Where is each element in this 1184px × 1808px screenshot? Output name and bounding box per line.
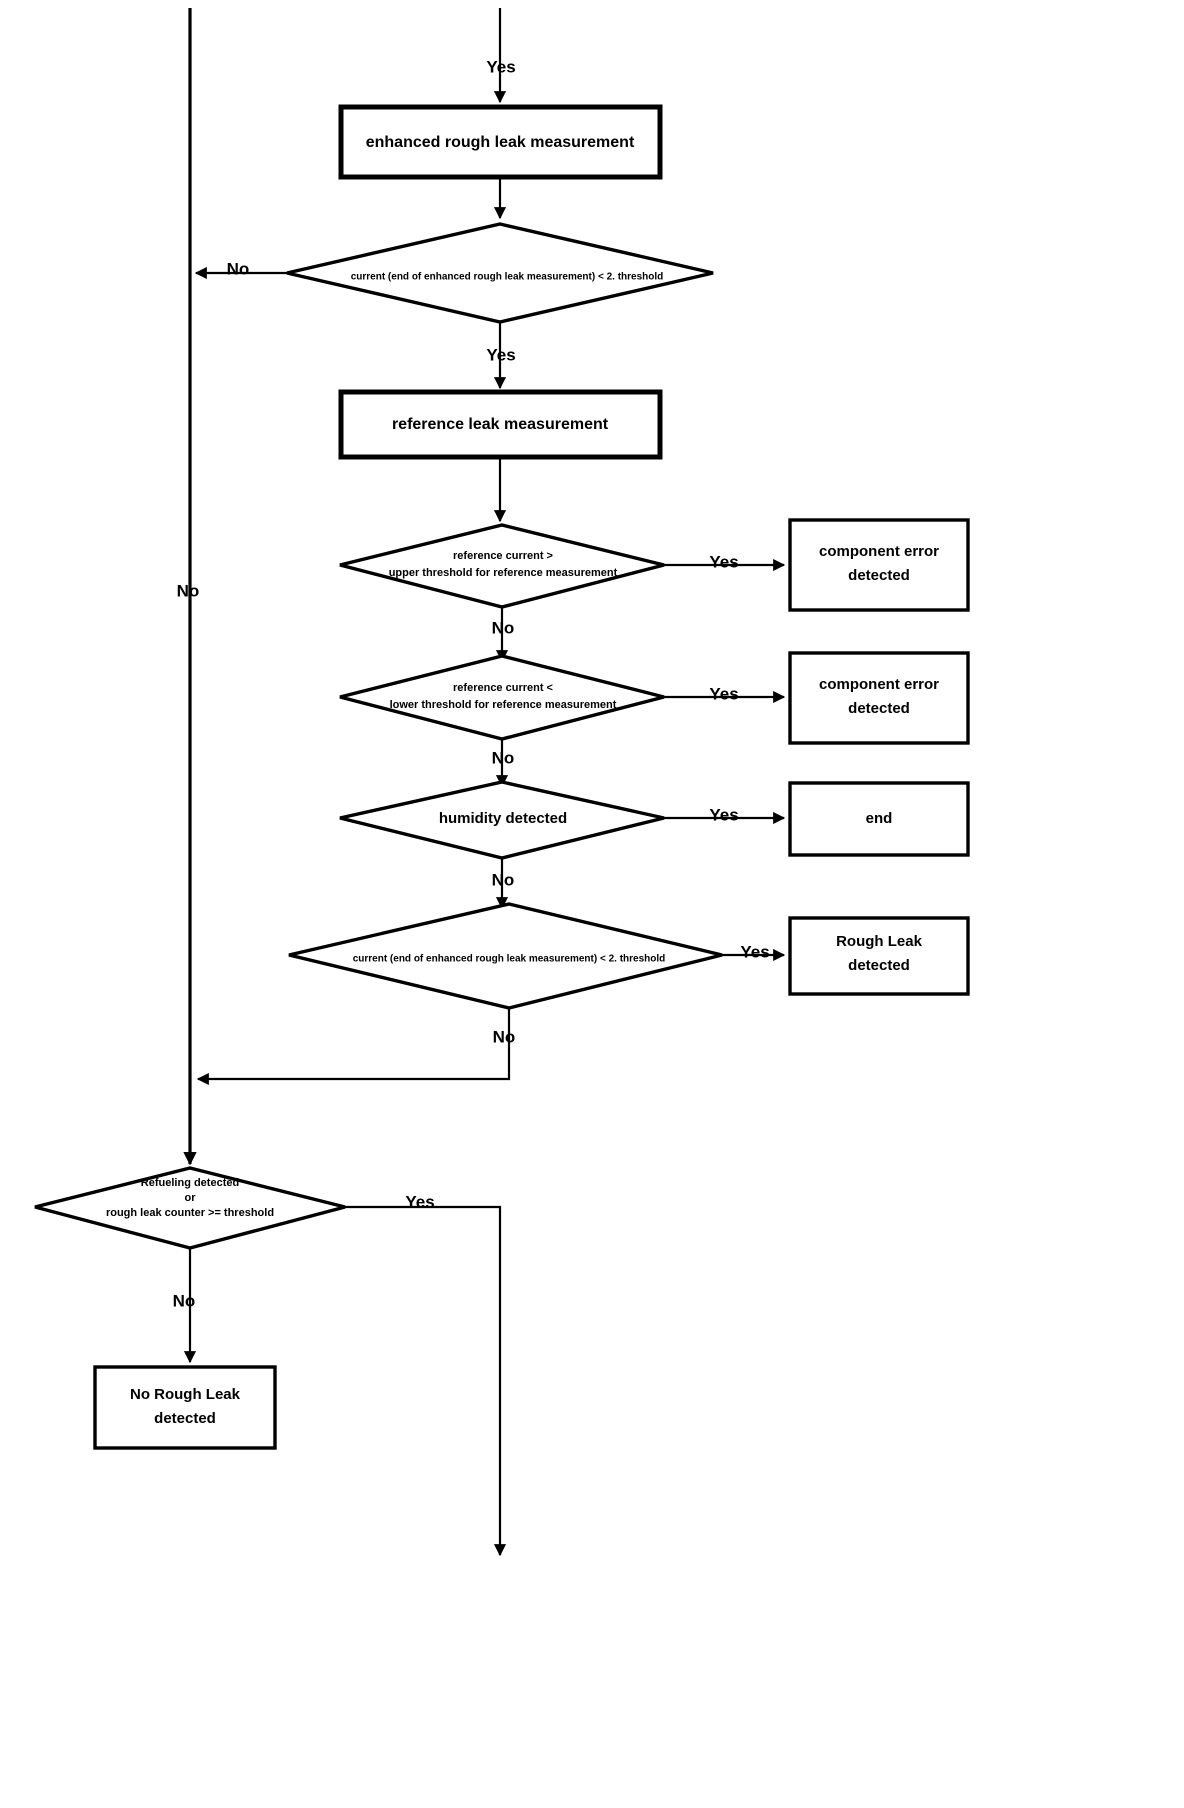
result-component-error-1[interactable]: component error detected	[788, 518, 970, 612]
result-rough-leak-line1: Rough Leak	[836, 933, 922, 950]
decision-refueling-or-counter[interactable]: Refueling detected or rough leak counter…	[34, 1166, 346, 1250]
edge-label-decision2-yes: Yes	[740, 942, 769, 961]
result-no-rough-leak-detected[interactable]: No Rough Leak detected	[93, 1365, 277, 1450]
decision-humidity-detected[interactable]: humidity detected	[339, 780, 665, 860]
edge-label-decision2-no: No	[493, 1027, 516, 1046]
decision-humidity-label: humidity detected	[439, 810, 567, 827]
decision-current-threshold-2-label: current (end of enhanced rough leak meas…	[353, 954, 666, 965]
edge-label-decision1-yes: Yes	[486, 345, 515, 364]
edge-label-humidity-yes: Yes	[709, 805, 738, 824]
decision-reference-lower-line1: reference current <	[453, 682, 553, 694]
connector-decision2-no	[196, 1008, 511, 1086]
result-component-error-1-line1: component error	[819, 543, 939, 560]
decision-reference-lower-threshold[interactable]: reference current < lower threshold for …	[339, 654, 665, 741]
decision-reference-upper-line1: reference current >	[453, 550, 553, 562]
edge-label-ref-lower-no: No	[492, 748, 515, 767]
decision-current-threshold-1[interactable]: current (end of enhanced rough leak meas…	[286, 222, 714, 324]
decision-refueling-line3: rough leak counter >= threshold	[106, 1207, 274, 1219]
decision-reference-upper-line2: upper threshold for reference measuremen…	[389, 567, 618, 579]
connector-refueling-yes	[345, 1205, 507, 1557]
result-rough-leak-line2: detected	[848, 957, 910, 974]
process-reference-leak-measurement[interactable]: reference leak measurement	[338, 389, 663, 460]
edge-label-ref-lower-yes: Yes	[709, 684, 738, 703]
result-no-rough-leak-line1: No Rough Leak	[130, 1386, 241, 1403]
result-component-error-2-line2: detected	[848, 700, 910, 717]
decision-reference-upper-threshold[interactable]: reference current > upper threshold for …	[339, 523, 665, 609]
edge-label-refueling-no: No	[173, 1291, 196, 1310]
process-reference-label: reference leak measurement	[392, 416, 609, 433]
process-enhanced-rough-leak-measurement[interactable]: enhanced rough leak measurement	[338, 104, 663, 180]
decision-refueling-line1: Refueling detected	[141, 1177, 239, 1189]
edge-label-decision1-no: No	[227, 259, 250, 278]
result-component-error-2[interactable]: component error detected	[788, 651, 970, 745]
result-component-error-1-line2: detected	[848, 567, 910, 584]
edge-label-refueling-yes: Yes	[405, 1192, 434, 1211]
edge-label-humidity-no: No	[492, 870, 515, 889]
decision-current-threshold-2[interactable]: current (end of enhanced rough leak meas…	[288, 902, 723, 1010]
edge-label-left-rail-no: No	[177, 581, 200, 600]
decision-refueling-line2: or	[185, 1192, 197, 1204]
result-no-rough-leak-line2: detected	[154, 1410, 216, 1427]
edge-label-ref-upper-no: No	[492, 618, 515, 637]
edge-label-ref-upper-yes: Yes	[709, 552, 738, 571]
result-component-error-2-line1: component error	[819, 676, 939, 693]
result-rough-leak-detected[interactable]: Rough Leak detected	[788, 916, 970, 996]
decision-current-threshold-1-label: current (end of enhanced rough leak meas…	[351, 272, 664, 283]
result-end-label: end	[866, 810, 893, 827]
result-end[interactable]: end	[788, 781, 970, 857]
decision-reference-lower-line2: lower threshold for reference measuremen…	[390, 699, 617, 711]
process-enhanced-label: enhanced rough leak measurement	[366, 134, 635, 151]
edge-label-top-yes: Yes	[486, 57, 515, 76]
